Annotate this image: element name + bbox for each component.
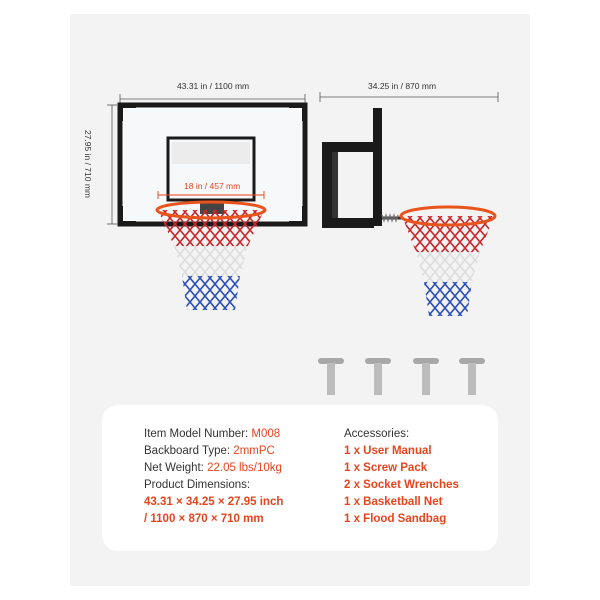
- spec-card: Item Model Number: M008 Backboard Type: …: [102, 405, 498, 551]
- socket-wrench-icon: [413, 358, 439, 395]
- backboard-type-row: Backboard Type: 2mmPC: [144, 445, 275, 457]
- product-canvas: 43.31 in / 1100 mm 34.25 in / 870 mm 27.…: [70, 14, 530, 586]
- width-dimension-line: [119, 94, 306, 104]
- socket-wrenches: [318, 358, 485, 395]
- rim-front: [155, 191, 267, 310]
- accessory-item: 2 x Socket Wrenches: [344, 479, 459, 491]
- socket-wrench-icon: [459, 358, 485, 395]
- height-label: 27.95 in / 710 mm: [83, 129, 94, 199]
- socket-wrench-icon: [318, 358, 344, 395]
- height-dimension-line: [107, 104, 117, 225]
- accessory-item: 1 x User Manual: [344, 445, 432, 457]
- rim-diameter-label: 18 in / 457 mm: [184, 181, 241, 191]
- depth-dimension-line: [319, 92, 499, 102]
- model-number-row: Item Model Number: M008: [144, 428, 281, 440]
- backboard-front: [117, 102, 308, 227]
- product-dimensions-label: Product Dimensions:: [144, 479, 251, 491]
- product-dimensions-mm: / 1100 × 870 × 710 mm: [144, 513, 264, 525]
- hoop-diagram: [107, 92, 499, 395]
- product-dimensions-inch: 43.31 × 34.25 × 27.95 inch: [144, 496, 284, 508]
- socket-wrench-icon: [365, 358, 391, 395]
- net-weight-row: Net Weight: 22.05 lbs/10kg: [144, 462, 282, 474]
- hoop-side-view: [322, 108, 497, 316]
- accessories-title: Accessories:: [344, 428, 410, 440]
- accessory-item: 1 x Flood Sandbag: [344, 513, 447, 525]
- width-label: 43.31 in / 1100 mm: [177, 81, 250, 91]
- accessory-item: 1 x Basketball Net: [344, 496, 443, 508]
- depth-label: 34.25 in / 870 mm: [368, 81, 437, 91]
- accessory-item: 1 x Screw Pack: [344, 462, 428, 474]
